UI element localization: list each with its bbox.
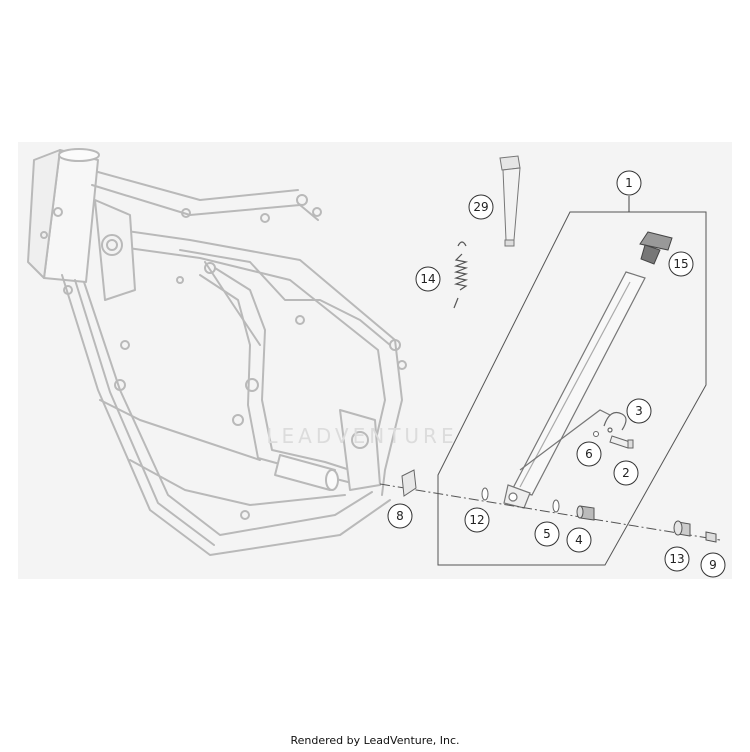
motorcycle-frame [27, 148, 407, 556]
svg-text:6: 6 [585, 447, 593, 461]
bushing-4 [576, 505, 595, 521]
svg-text:13: 13 [669, 552, 684, 566]
assembly-group-outline [437, 211, 707, 566]
watermark-text: LEADVENTURE [266, 424, 457, 448]
callout-6: 6 [576, 441, 602, 467]
svg-text:4: 4 [575, 533, 583, 547]
callout-2: 2 [613, 460, 639, 486]
return-spring [453, 241, 469, 309]
bracket-screw [609, 435, 634, 449]
svg-text:12: 12 [469, 513, 484, 527]
pivot-bolt-9 [705, 531, 717, 543]
washer-12 [481, 487, 489, 501]
small-washer [593, 431, 599, 437]
svg-text:15: 15 [673, 257, 688, 271]
side-stand-leg [503, 271, 646, 509]
svg-text:2: 2 [622, 466, 630, 480]
svg-text:14: 14 [420, 272, 435, 286]
callout-15: 15 [668, 251, 694, 277]
diagram-background [18, 142, 732, 579]
callout-14: 14 [415, 266, 441, 292]
pivot-bracket [401, 469, 417, 497]
pivot-axis-line [379, 483, 721, 541]
callout-13: 13 [664, 546, 690, 572]
svg-text:1: 1 [625, 176, 633, 190]
callout-3: 3 [626, 398, 652, 424]
footer-credit: Rendered by LeadVenture, Inc. [290, 734, 460, 747]
callout-9: 9 [700, 552, 726, 578]
callout-1: 1 [616, 170, 642, 196]
callout-29: 29 [468, 194, 494, 220]
callout-5: 5 [534, 521, 560, 547]
washer-5 [552, 499, 560, 513]
svg-text:5: 5 [543, 527, 551, 541]
callout-4: 4 [566, 527, 592, 553]
svg-text:9: 9 [709, 558, 717, 572]
svg-text:8: 8 [396, 509, 404, 523]
stand-foot-pad [639, 231, 673, 265]
callout-8: 8 [387, 503, 413, 529]
bushing-13 [673, 520, 691, 537]
stand-tool [499, 155, 521, 247]
svg-text:29: 29 [473, 200, 488, 214]
svg-text:3: 3 [635, 404, 643, 418]
spring-hook-bracket [603, 411, 627, 433]
callout-12: 12 [464, 507, 490, 533]
